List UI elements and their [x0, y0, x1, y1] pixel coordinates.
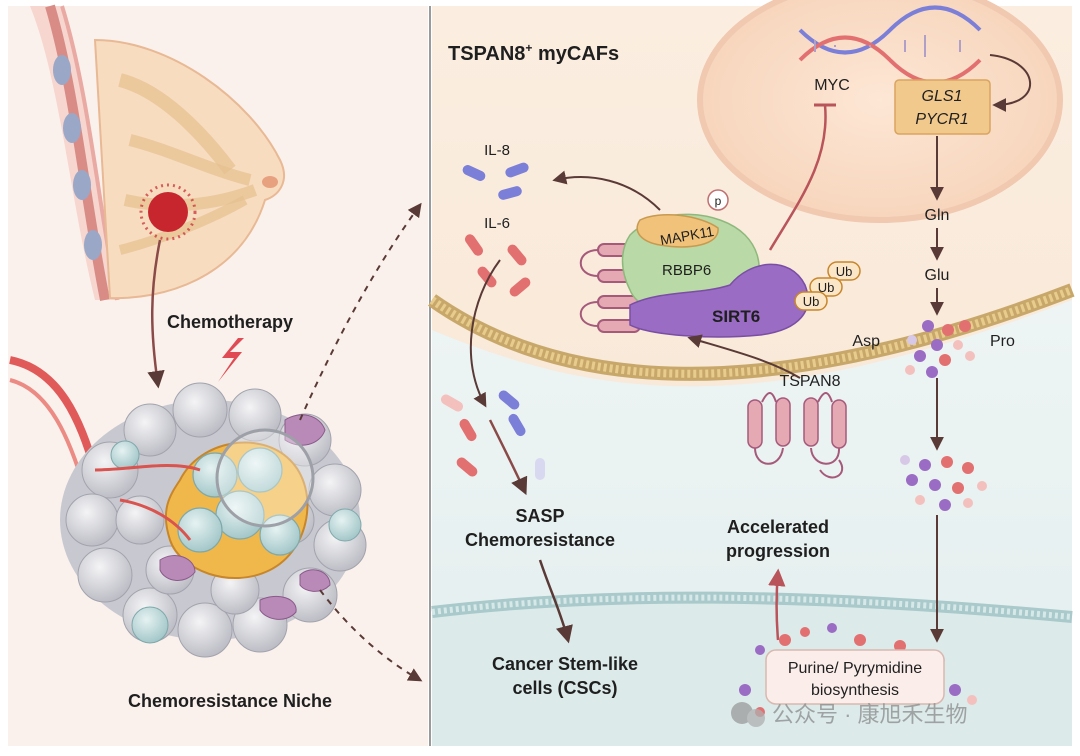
amino-acid-cluster-lower	[900, 455, 987, 511]
panel-title: TSPAN8+ myCAFs	[448, 41, 619, 65]
mapk11-protein	[636, 214, 719, 248]
svg-text:Ub: Ub	[803, 294, 820, 309]
left-panel: Chemotherapy	[8, 4, 428, 746]
amino-acid-cluster-upper	[905, 320, 975, 378]
arrow-tspan8-to-complex	[687, 334, 801, 379]
tspan8-protein	[747, 392, 847, 479]
purine-label-2: biosynthesis	[811, 682, 899, 699]
arrow-to-sasp	[488, 419, 528, 496]
niche-label: Chemoresistance Niche	[128, 691, 332, 711]
svg-text:公众号 · 康旭禾生物: 公众号 · 康旭禾生物	[772, 702, 968, 727]
dna-to-genes-arrow	[989, 54, 1032, 112]
dna-helix-icon	[798, 5, 982, 85]
phospho-icon	[707, 189, 729, 211]
csc-label-2: cells (CSCs)	[512, 678, 617, 698]
dashed-arrow-upper	[299, 202, 422, 421]
right-panel: TSPAN8+ myCAFs MYC GLS1 PYCR1 Gln Glu As…	[427, 0, 1075, 746]
purine-label-1: Purine/ Pyrymidine	[788, 660, 922, 677]
accel-label-2: progression	[726, 541, 830, 561]
primary-tumor	[148, 192, 188, 232]
svg-text:p: p	[715, 194, 722, 208]
watermark: 公众号 · 康旭禾生物	[731, 702, 968, 727]
rbbp6-label: RBBP6	[662, 262, 711, 279]
sasp-label: SASP	[515, 506, 564, 526]
nucleus	[697, 0, 1063, 223]
csc-cell-region	[432, 595, 1072, 746]
nucleotide-dots	[739, 623, 977, 717]
magnifier-lens	[215, 428, 315, 528]
myc-label: MYC	[814, 77, 850, 94]
svg-text:Ub: Ub	[836, 264, 853, 279]
pro-label: Pro	[990, 333, 1015, 350]
gene-gls1: GLS1	[922, 88, 963, 105]
il8-molecules	[462, 162, 529, 200]
chest-wall	[30, 4, 120, 301]
protein-complex: p MAPK11 RBBP6 SIRT6 Ub Ub Ub	[579, 189, 861, 338]
arrow-il6-to-sasp	[469, 259, 501, 408]
secreted-cytokines	[440, 390, 545, 480]
sirt6-label: SIRT6	[712, 307, 760, 326]
chemotherapy-label: Chemotherapy	[167, 312, 293, 332]
myc-inhibition-line	[768, 104, 827, 251]
ubiquitin-chain: Ub Ub Ub	[794, 261, 861, 311]
purine-box	[765, 649, 945, 705]
arrow-progression	[768, 568, 786, 641]
il6-molecules	[464, 234, 531, 297]
lightning-icon	[218, 338, 244, 382]
gln-label: Gln	[925, 207, 950, 224]
csc-label-1: Cancer Stem-like	[492, 654, 638, 674]
gene-pycr1: PYCR1	[915, 111, 968, 128]
asp-label: Asp	[852, 333, 880, 350]
breast-illustration	[93, 38, 285, 300]
il8-label: IL-8	[484, 142, 510, 159]
tspan8-label: TSPAN8	[779, 373, 840, 390]
glu-label: Glu	[925, 267, 950, 284]
svg-text:Ub: Ub	[818, 280, 835, 295]
arrow-tumor-to-niche	[147, 239, 165, 389]
il6-label: IL-6	[484, 215, 510, 232]
gene-box	[894, 79, 991, 135]
accel-label-1: Accelerated	[727, 517, 829, 537]
tumor-mass	[60, 382, 367, 658]
arrow-complex-to-il8	[552, 170, 661, 211]
arrow-sasp-to-csc	[538, 559, 573, 644]
chemoresistance-label: Chemoresistance	[465, 530, 615, 550]
dashed-arrow-lower	[319, 589, 423, 682]
